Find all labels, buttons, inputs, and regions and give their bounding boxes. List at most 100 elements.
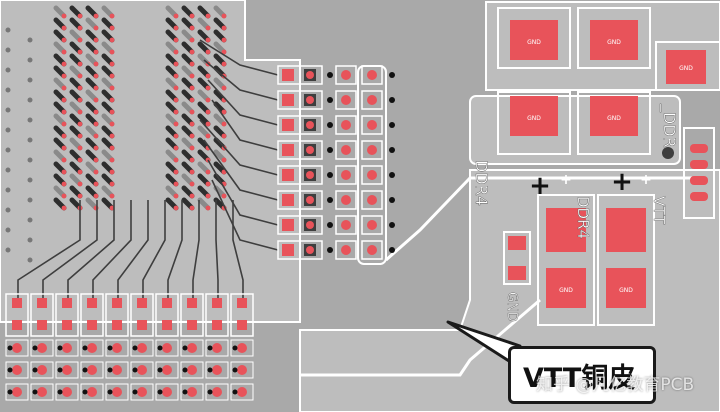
- via-black: [82, 345, 88, 351]
- resistor-via: [306, 96, 314, 104]
- bga-pad: [189, 205, 195, 211]
- capacitor-pad: [606, 268, 646, 308]
- via-black: [389, 122, 395, 128]
- bga-pad: [221, 133, 227, 139]
- bga-pad: [221, 157, 227, 163]
- bga-pad: [205, 109, 211, 115]
- termination-resistor-array: [277, 65, 395, 265]
- resistor-via: [367, 220, 377, 230]
- via-black: [7, 345, 13, 351]
- resistor-outline: [361, 240, 383, 260]
- resistor-pad: [112, 298, 122, 308]
- resistor-pad: [62, 320, 72, 330]
- bga-pad: [189, 25, 195, 31]
- via-black: [57, 367, 63, 373]
- via-black: [157, 389, 163, 395]
- edge-via: [27, 57, 33, 63]
- resistor-outline: [130, 293, 154, 337]
- bga-pad: [173, 13, 179, 19]
- resistor-pad: [187, 298, 197, 308]
- via-black: [82, 389, 88, 395]
- resistor-outline: [5, 361, 29, 379]
- capacitor-pad-label: GND: [527, 39, 541, 46]
- bga-pad: [109, 61, 115, 67]
- via-black: [107, 367, 113, 373]
- via-black: [182, 367, 188, 373]
- resistor-outline: [361, 140, 383, 160]
- edge-via: [5, 147, 11, 153]
- resistor-outline: [361, 90, 383, 110]
- bga-pad: [77, 121, 83, 127]
- resistor-outline: [205, 361, 229, 379]
- bga-pad: [109, 145, 115, 151]
- resistor-outline: [361, 165, 383, 185]
- bga-pad: [77, 85, 83, 91]
- bga-pad: [205, 25, 211, 31]
- via-black: [327, 172, 333, 178]
- bga-pad: [93, 109, 99, 115]
- bga-pad: [77, 13, 83, 19]
- resistor-outline: [130, 383, 154, 401]
- bga-pad: [221, 49, 227, 55]
- bga-pad: [205, 205, 211, 211]
- bga-fanout-right: [165, 5, 227, 211]
- via-black: [132, 345, 138, 351]
- resistor-via: [341, 145, 351, 155]
- resistor-pad: [282, 244, 294, 256]
- bga-pad: [61, 193, 67, 199]
- resistor-outline: [30, 293, 54, 337]
- bga-pad: [93, 133, 99, 139]
- bga-pad: [205, 49, 211, 55]
- bga-fanout-left: [5, 5, 115, 263]
- resistor-outline: [277, 165, 323, 185]
- signal-trace: [92, 200, 132, 298]
- ddr-silkscreen-right: _DDR: [659, 103, 679, 148]
- resistor-via: [212, 343, 222, 353]
- resistor-via: [341, 70, 351, 80]
- resistor-via: [37, 365, 47, 375]
- resistor-outline: [80, 293, 104, 337]
- resistor-outline: [335, 240, 357, 260]
- resistor-pad: [62, 298, 72, 308]
- bga-pad: [109, 37, 115, 43]
- resistor-via: [367, 170, 377, 180]
- bga-pad: [93, 73, 99, 79]
- bga-pad: [77, 109, 83, 115]
- capacitor-outline: [537, 194, 595, 326]
- resistor-outline: [155, 383, 179, 401]
- via-black: [232, 345, 238, 351]
- resistor-via: [367, 70, 377, 80]
- polarity-marks: + + + +: [529, 167, 652, 201]
- resistor-outline: [361, 190, 383, 210]
- via-black: [157, 367, 163, 373]
- bga-pad: [109, 121, 115, 127]
- resistor-pad: [187, 320, 197, 330]
- resistor-outline: [55, 339, 79, 357]
- small-capacitor-pad: [508, 266, 526, 280]
- bga-pad: [221, 37, 227, 43]
- resistor-via: [162, 343, 172, 353]
- bga-pad: [205, 169, 211, 175]
- bga-pad: [61, 61, 67, 67]
- bga-pad: [189, 193, 195, 199]
- resistor-via: [137, 343, 147, 353]
- resistor-via: [187, 365, 197, 375]
- resistor-pad: [87, 320, 97, 330]
- resistor-pad: [282, 144, 294, 156]
- signal-trace: [207, 159, 279, 226]
- bga-pad: [109, 73, 115, 79]
- bga-pad: [189, 109, 195, 115]
- resistor-pad: [237, 298, 247, 308]
- via-black: [232, 367, 238, 373]
- resistor-pad: [237, 320, 247, 330]
- capacitor-pad-label: GND: [607, 39, 621, 46]
- bga-pad: [205, 73, 211, 79]
- resistor-outline: [80, 361, 104, 379]
- bga-pad: [189, 97, 195, 103]
- via-black: [32, 389, 38, 395]
- bga-pad: [61, 145, 67, 151]
- signal-trace: [117, 200, 149, 298]
- resistor-outline: [277, 90, 323, 110]
- bga-pad: [205, 97, 211, 103]
